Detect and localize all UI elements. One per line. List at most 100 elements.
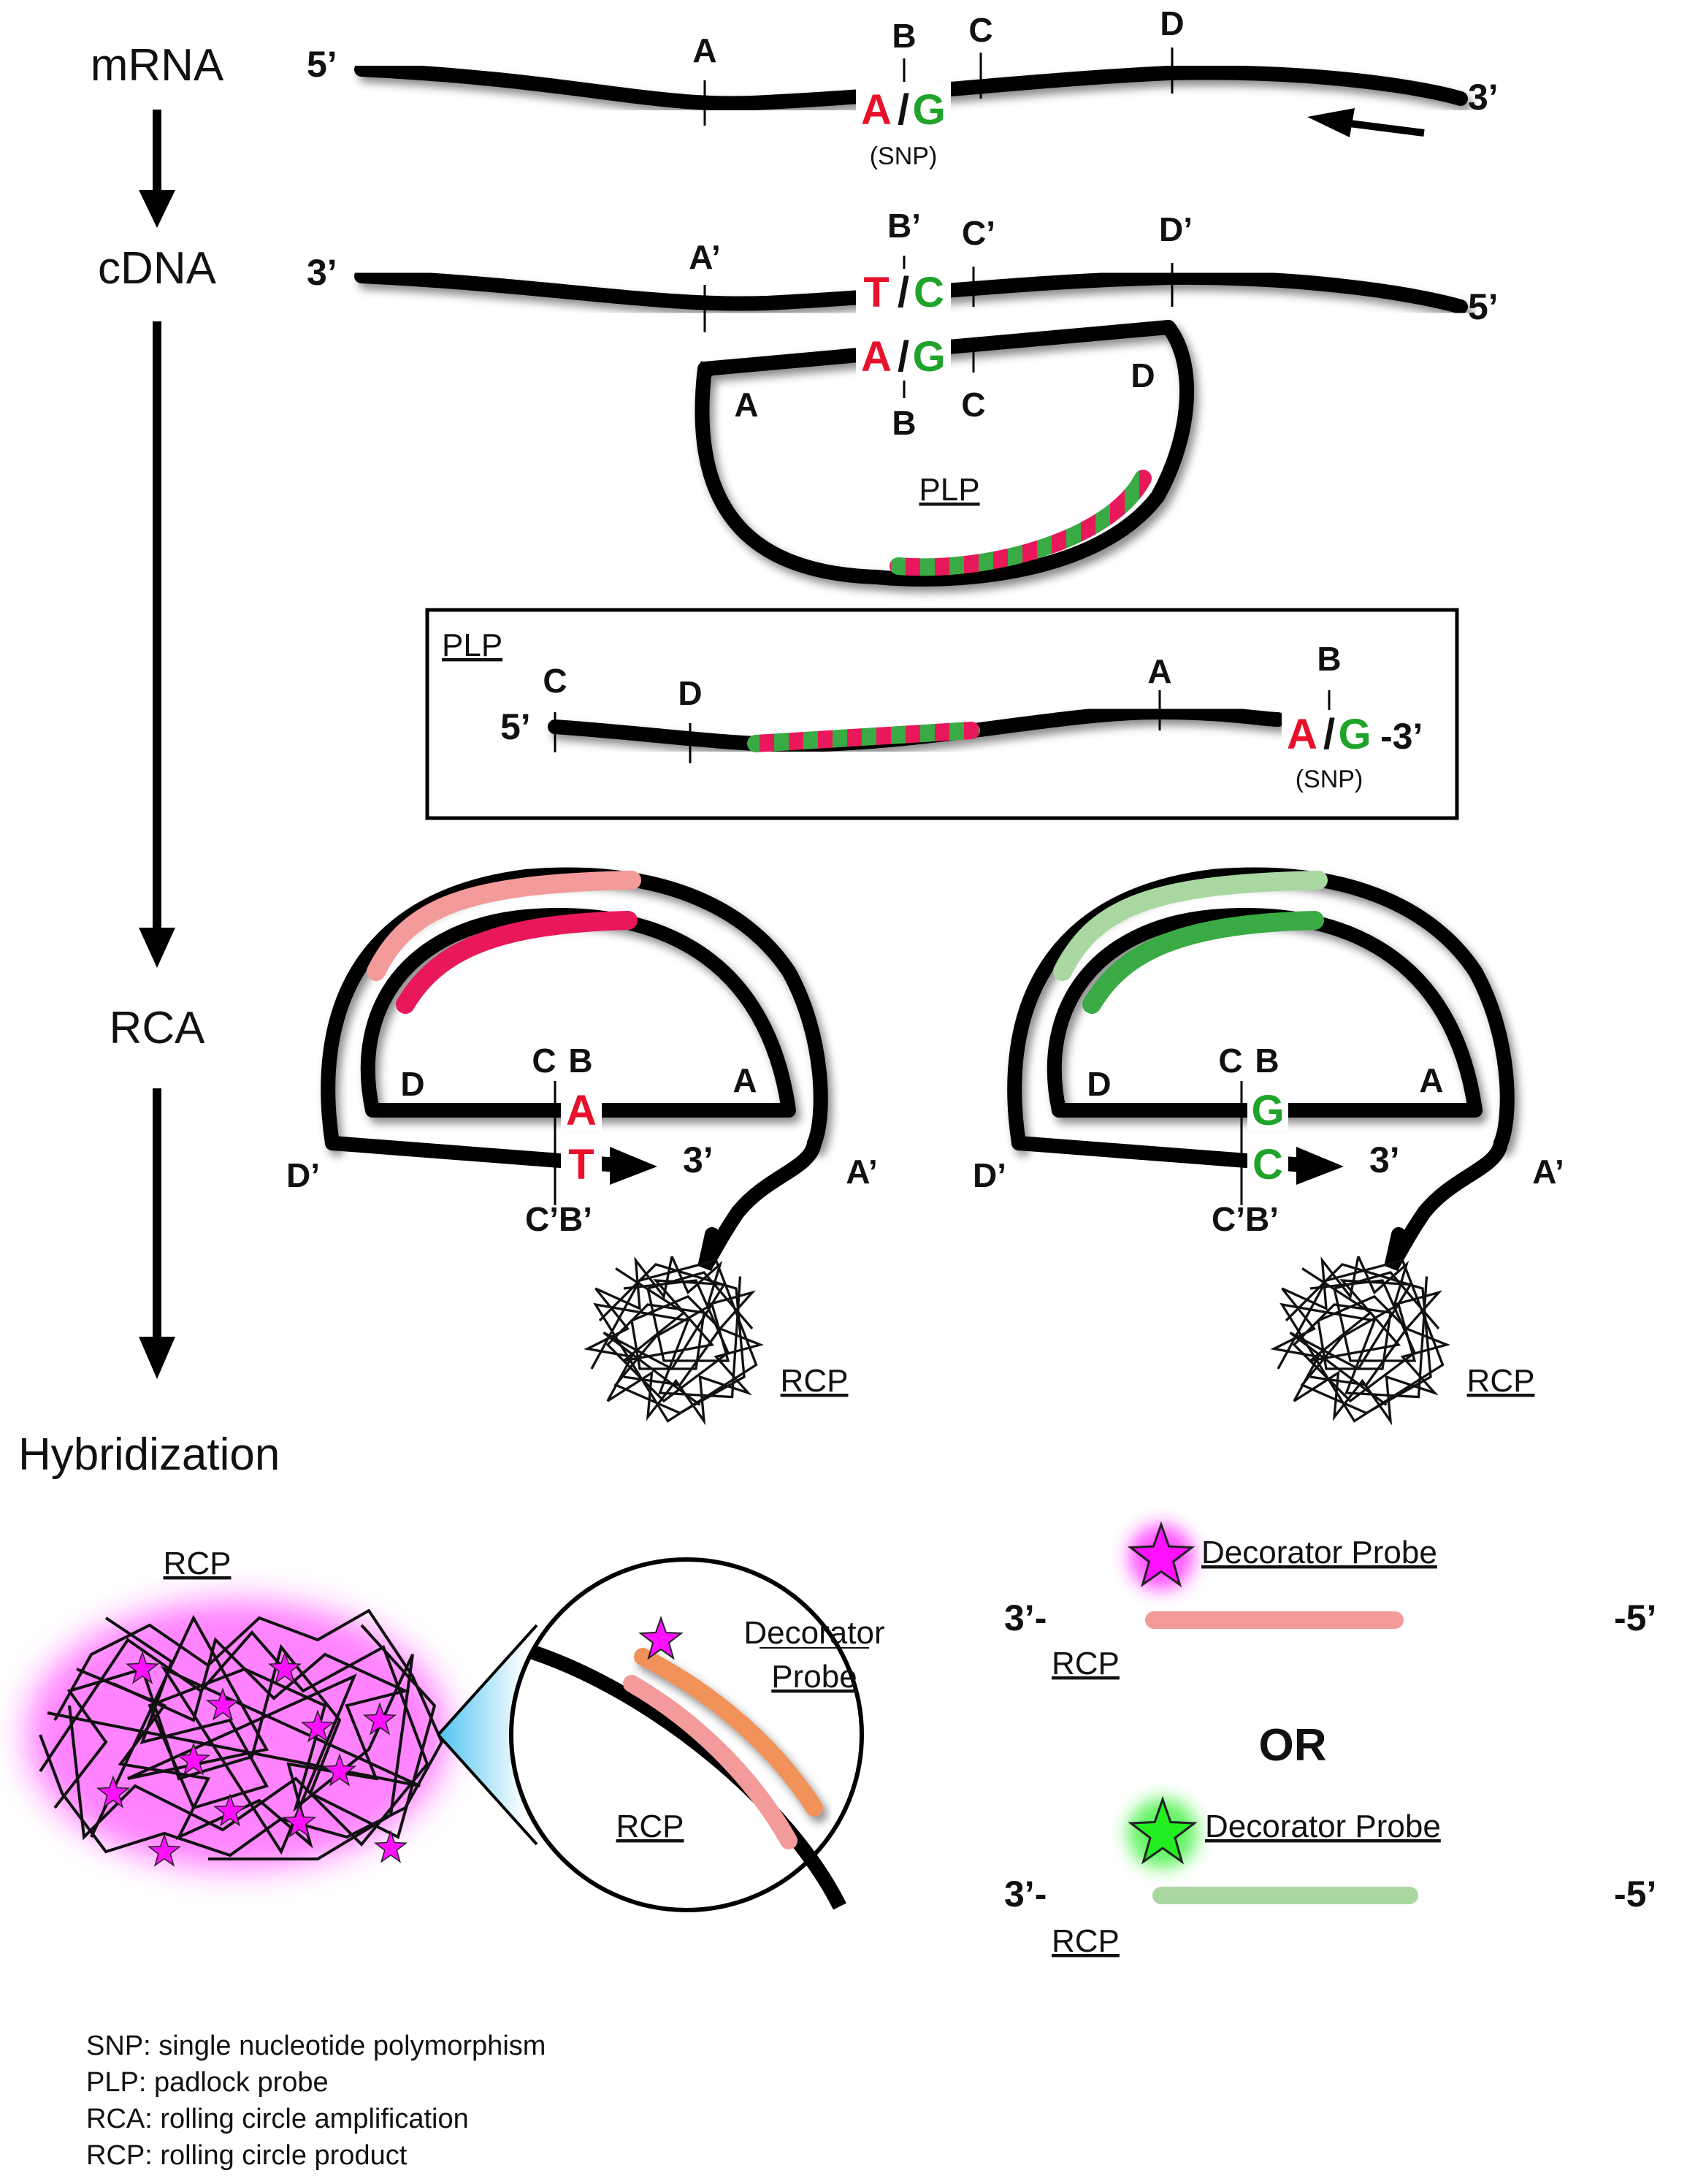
mrna-snp-box	[856, 82, 951, 130]
rca-a-rcp-coil	[586, 1255, 762, 1423]
star-icon	[375, 1830, 407, 1863]
rca-a-plp-circle	[360, 908, 796, 1118]
stage-rca: RCA	[110, 1003, 206, 1053]
rca-a-allele-t: T	[568, 1141, 594, 1188]
rca-a-pink-band	[367, 871, 641, 981]
cdna-label-b: B’	[887, 207, 921, 245]
stage-mrna: mRNA	[91, 40, 224, 91]
probe-variant-green: Decorator Probe 3’- -5’ RCP	[1004, 1798, 1656, 1959]
cdna-three-end: 3’	[307, 252, 337, 293]
plp-inset-snp-label: (SNP)	[1296, 765, 1363, 793]
flow-arrow-2-head	[139, 928, 175, 968]
variant-red-rcp-label: RCP	[1052, 1646, 1120, 1681]
magnified-decorator-label: Decorator	[743, 1615, 884, 1651]
mrna-allele-a: A	[861, 86, 892, 134]
rca-a-three-end: 3’	[683, 1139, 714, 1180]
plp-label: PLP	[919, 472, 979, 508]
flow-arrow-3-head	[139, 1337, 175, 1379]
cdna-label-d: D’	[1159, 210, 1193, 248]
legend-snp: SNP: single nucleotide polymorphism	[86, 2031, 546, 2061]
rca-a-label-cp-bp: C’B’	[525, 1200, 592, 1238]
rt-primer-arrow	[1343, 119, 1425, 137]
plp-bound-loop	[695, 320, 1195, 587]
rca-a-label-d-prime: D’	[286, 1156, 320, 1194]
rca-g-rcp-label: RCP	[1467, 1363, 1535, 1399]
rca-a-label-d: D	[400, 1065, 424, 1103]
rca-g-label-a: A	[1419, 1061, 1443, 1099]
or-label: OR	[1259, 1720, 1327, 1771]
plp-label-a: A	[734, 386, 758, 424]
plp-inset-three-end: -3’	[1380, 716, 1423, 757]
probe-variant-red: Decorator Probe 3’- -5’ RCP	[1004, 1523, 1656, 1681]
cdna-snp-box	[856, 272, 951, 320]
variant-green-three-end: 3’-	[1004, 1874, 1047, 1914]
mrna-label-d: D	[1160, 4, 1184, 42]
plp-inset-label-a: A	[1147, 652, 1171, 690]
variant-green-rcp-label: RCP	[1052, 1923, 1120, 1959]
plp-allele-g: G	[912, 333, 945, 381]
rca-g-tail	[1384, 1136, 1508, 1271]
variant-red-probe-label: Decorator Probe	[1201, 1535, 1437, 1570]
flow-arrow-1-head	[139, 190, 175, 228]
plp-bound-group: A B C D A / G PLP	[695, 320, 1195, 587]
rca-g-allele-c: C	[1252, 1141, 1283, 1188]
rca-g-rcp-coil	[1272, 1255, 1448, 1423]
plp-label-c: C	[961, 386, 985, 424]
mrna-label-c: C	[968, 11, 992, 49]
plp-inset-allele-g: G	[1338, 711, 1371, 758]
zoom-cone	[438, 1636, 526, 1833]
variant-red-five-end: -5’	[1614, 1597, 1656, 1638]
zoom-cone-edge-top	[437, 1624, 538, 1736]
plp-tick-a	[700, 361, 714, 377]
plp-allele-slash: /	[898, 333, 909, 381]
rca-a-tail	[697, 1136, 822, 1271]
rca-panel-a: C B D A D’ A’ C’B’ 3’ A T RCP	[286, 867, 878, 1423]
plp-inset-label-d: D	[678, 674, 702, 712]
rca-g-allele-g: G	[1251, 1087, 1284, 1134]
rt-primer-arrow-head	[1307, 108, 1355, 137]
rca-a-extension-arrow	[610, 1147, 657, 1185]
rca-g-label-c: C	[1218, 1042, 1242, 1080]
magnifier: Decorator Probe RCP	[437, 1557, 885, 1912]
stage-cdna: cDNA	[98, 243, 217, 294]
rca-g-label-b: B	[1255, 1042, 1279, 1080]
rca-a-allele-box-bottom	[561, 1141, 602, 1185]
cdna-label-c: C’	[962, 214, 995, 252]
cdna-allele-slash: /	[898, 269, 909, 316]
plp-inset-title: PLP	[442, 627, 502, 663]
plp-inset-label-c: C	[543, 662, 567, 700]
rca-g-light-green-band	[1053, 871, 1328, 981]
stage-flow: mRNA cDNA RCA Hybridization	[18, 40, 280, 1480]
rca-a-label-a: A	[732, 1061, 757, 1099]
rca-g-green-band	[1082, 911, 1324, 1014]
rca-g-label-d: D	[1087, 1065, 1111, 1103]
legend-rcp: RCP: rolling circle product	[86, 2140, 408, 2171]
mrna-allele-slash: /	[898, 86, 909, 134]
magnified-probe-label: Probe	[771, 1659, 857, 1695]
cdna-label-a: A’	[689, 238, 720, 276]
plp-inset: PLP 5’ C D A B A / G -3’ (SNP)	[425, 608, 1459, 820]
rca-a-red-band	[396, 911, 638, 1014]
rca-g-label-d-prime: D’	[973, 1156, 1006, 1194]
rca-g-three-end: 3’	[1369, 1139, 1400, 1180]
mrna-allele-g: G	[912, 86, 945, 134]
mrna-snp-label: (SNP)	[870, 142, 938, 170]
variant-red-three-end: 3’-	[1004, 1597, 1047, 1638]
magnified-target-band	[623, 1675, 797, 1849]
cdna-allele-t: T	[863, 269, 889, 316]
rca-g-plp-circle	[1047, 908, 1483, 1118]
rca-panel-g: C B D A D’ A’ C’B’ 3’ G C RCP	[973, 867, 1564, 1423]
rca-g-extension-arrow	[1296, 1147, 1344, 1185]
rca-g-label-a-prime: A’	[1532, 1153, 1564, 1191]
plp-inset-allele-slash: /	[1323, 711, 1335, 758]
rca-g-allele-box-top	[1247, 1087, 1288, 1131]
rca-a-label-c: C	[532, 1042, 556, 1080]
variant-green-probe-label: Decorator Probe	[1205, 1809, 1441, 1844]
rca-a-allele-a: A	[566, 1087, 597, 1134]
plp-snp-box	[856, 332, 951, 381]
rca-a-label-b: B	[568, 1042, 592, 1080]
mrna-label-b: B	[892, 17, 916, 55]
mrna-three-end: 3’	[1468, 77, 1499, 118]
magnified-rcp-label: RCP	[616, 1809, 684, 1844]
